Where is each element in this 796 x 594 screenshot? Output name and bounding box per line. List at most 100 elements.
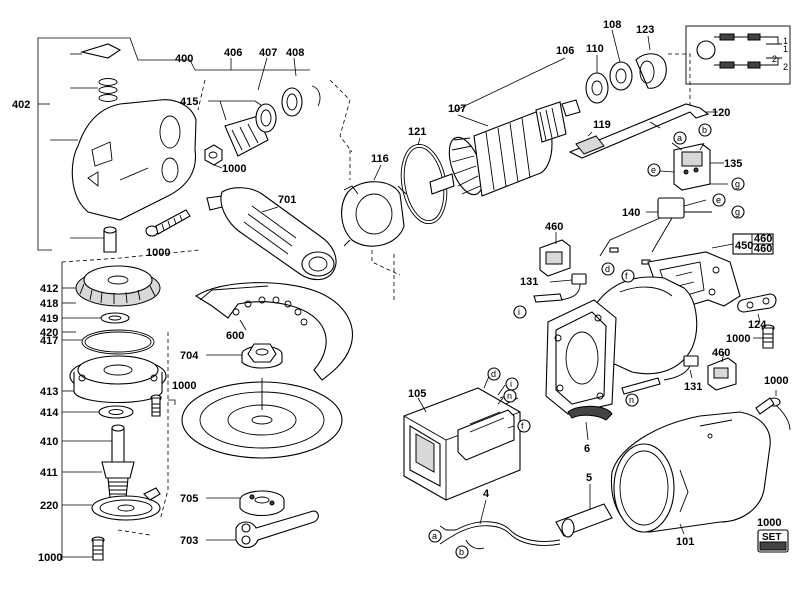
label-408: 408 bbox=[286, 47, 304, 59]
circled-b-switch: b bbox=[698, 123, 712, 137]
svg-text:a: a bbox=[677, 133, 682, 143]
svg-text:b: b bbox=[702, 125, 707, 135]
svg-text:n: n bbox=[629, 395, 634, 405]
spring bbox=[98, 78, 118, 102]
label-701: 701 bbox=[278, 194, 296, 206]
svg-text:n: n bbox=[507, 391, 512, 401]
circled-a-switch: a bbox=[673, 131, 687, 145]
label-131-b: 131 bbox=[684, 381, 702, 393]
label-600: 600 bbox=[226, 330, 244, 342]
label-460-b: 460 bbox=[754, 233, 772, 245]
circled-d-top: d bbox=[601, 262, 615, 276]
circled-e-switch: e bbox=[647, 163, 661, 177]
label-1000-f: 1000 bbox=[764, 375, 788, 387]
svg-text:a: a bbox=[432, 531, 437, 541]
cable-protector-5 bbox=[555, 484, 613, 538]
svg-text:d: d bbox=[605, 264, 610, 274]
circled-i-stator: i bbox=[505, 377, 519, 391]
label-418: 418 bbox=[40, 298, 58, 310]
circled-e-suppressor: e bbox=[712, 193, 726, 207]
bearing-407 bbox=[281, 87, 303, 117]
label-101: 101 bbox=[676, 536, 694, 548]
label-402: 402 bbox=[12, 99, 30, 111]
bearing-406 bbox=[255, 103, 277, 133]
svg-text:f: f bbox=[521, 421, 524, 431]
brush-holder-460-top bbox=[539, 232, 571, 277]
label-110: 110 bbox=[586, 43, 604, 55]
label-413: 413 bbox=[40, 386, 58, 398]
flange-704 bbox=[206, 343, 283, 369]
circled-g-suppressor: g bbox=[731, 205, 745, 219]
schematic-terminal-1a: 1 bbox=[783, 36, 788, 46]
label-119: 119 bbox=[593, 119, 611, 131]
bearing-108 bbox=[609, 29, 633, 91]
svg-text:i: i bbox=[510, 379, 512, 389]
gear-housing bbox=[71, 99, 197, 221]
label-406: 406 bbox=[224, 47, 242, 59]
spanner-703 bbox=[206, 510, 319, 549]
carbon-brush-131-bottom bbox=[621, 355, 699, 395]
armature-107 bbox=[429, 99, 581, 197]
label-1000-g: 1000 bbox=[757, 517, 781, 529]
switch-135 bbox=[659, 142, 728, 191]
screw-1000-rear bbox=[755, 390, 781, 415]
label-116: 116 bbox=[371, 153, 389, 165]
bearing-110 bbox=[585, 55, 609, 104]
flange-nut-705 bbox=[206, 490, 285, 517]
label-131-a: 131 bbox=[520, 276, 538, 288]
svg-text:g: g bbox=[735, 207, 740, 217]
schematic-terminal-1b: 1 bbox=[783, 44, 788, 54]
label-417: 417 bbox=[40, 335, 58, 347]
carbon-brush-131-top bbox=[533, 273, 587, 303]
circled-n-stator: n bbox=[503, 389, 517, 403]
part-labels: 400 406 407 408 402 415 1000 1000 701 11… bbox=[12, 19, 788, 564]
label-450: 450 bbox=[735, 240, 753, 252]
label-460-d: 460 bbox=[712, 347, 730, 359]
motor-housing bbox=[393, 254, 698, 441]
handle-housing-101 bbox=[610, 399, 791, 535]
svg-text:f: f bbox=[625, 271, 628, 281]
side-handle bbox=[206, 187, 337, 281]
wheel-guard-600 bbox=[194, 282, 353, 381]
switch-button-119 bbox=[575, 131, 605, 155]
circled-a-cable: a bbox=[428, 529, 442, 543]
svg-text:d: d bbox=[491, 369, 496, 379]
label-135: 135 bbox=[724, 158, 742, 170]
spindle-410 bbox=[111, 427, 125, 463]
svg-text:b: b bbox=[459, 547, 464, 557]
label-5: 5 bbox=[586, 472, 592, 484]
schematic-terminal-2b: 2 bbox=[783, 62, 788, 72]
label-1000-e: 1000 bbox=[726, 333, 750, 345]
label-420: 420 bbox=[40, 327, 58, 339]
nut-1000 bbox=[204, 144, 223, 166]
label-414: 414 bbox=[40, 407, 59, 419]
svg-text:e: e bbox=[651, 165, 656, 175]
label-703: 703 bbox=[180, 535, 198, 547]
label-705: 705 bbox=[180, 493, 198, 505]
label-set: SET bbox=[762, 532, 781, 543]
switch-rod-120 bbox=[568, 103, 718, 159]
brush-holder-460-bottom bbox=[707, 351, 737, 391]
label-412: 412 bbox=[40, 283, 58, 295]
label-419: 419 bbox=[40, 313, 58, 325]
circled-f-stator: f bbox=[517, 419, 531, 433]
screw-1000-clamp bbox=[753, 324, 775, 349]
cable-clamp-124 bbox=[737, 293, 777, 323]
svg-text:e: e bbox=[716, 195, 721, 205]
label-105: 105 bbox=[408, 388, 426, 400]
label-400: 400 bbox=[175, 53, 193, 65]
screw-1000 bbox=[145, 209, 191, 237]
label-1000-c: 1000 bbox=[38, 552, 62, 564]
screw-1000-flange bbox=[150, 394, 162, 417]
label-1000-a: 1000 bbox=[222, 163, 246, 175]
circled-b-cable: b bbox=[455, 545, 469, 559]
cover-123 bbox=[635, 35, 667, 89]
label-460-a: 460 bbox=[545, 221, 563, 233]
label-108: 108 bbox=[603, 19, 621, 31]
circled-d-stator: d bbox=[487, 367, 501, 381]
label-407: 407 bbox=[259, 47, 277, 59]
suppressor-140 bbox=[599, 197, 712, 265]
circled-i-top: i bbox=[513, 305, 527, 319]
stator-105 bbox=[403, 373, 521, 501]
